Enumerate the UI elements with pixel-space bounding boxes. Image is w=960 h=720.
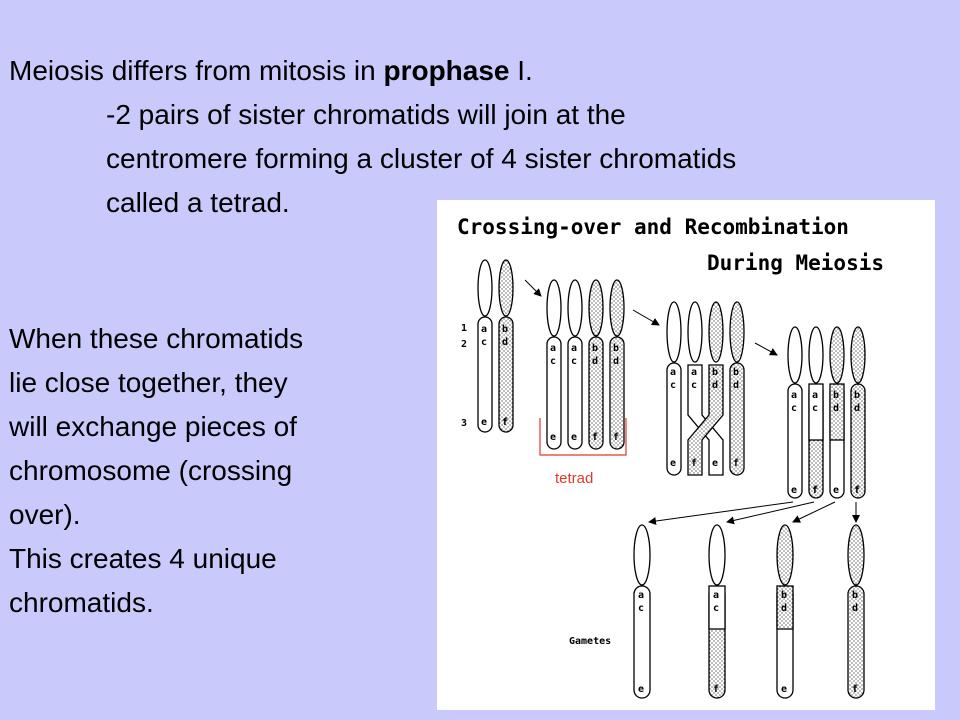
intro-line-3: centromere forming a cluster of 4 sister…: [106, 143, 737, 174]
intro-line-1: Meiosis differs from mitosis in prophase…: [9, 57, 533, 85]
crossing-text-line-7: chromatids.: [9, 587, 154, 618]
row-label-1: 1: [461, 323, 467, 334]
crossing-text-line-6: This creates 4 unique: [9, 543, 277, 574]
svg-text:f: f: [592, 432, 598, 443]
svg-text:f: f: [691, 458, 697, 469]
svg-text:f: f: [502, 417, 508, 428]
svg-text:a: a: [638, 590, 644, 601]
gametes-label: Gametes: [569, 636, 611, 647]
svg-text:f: f: [812, 485, 818, 496]
svg-text:a: a: [691, 367, 697, 378]
svg-text:b: b: [733, 367, 739, 378]
crossing-text-line-2: lie close together, they: [9, 367, 288, 398]
svg-text:c: c: [550, 356, 556, 367]
crossing-text-line-3: will exchange pieces of: [9, 411, 297, 442]
svg-text:b: b: [833, 390, 839, 401]
svg-text:d: d: [852, 603, 858, 614]
svg-text:a: a: [791, 390, 797, 401]
intro-line-2: -2 pairs of sister chromatids will join …: [106, 99, 626, 130]
svg-text:d: d: [833, 403, 839, 414]
tetrad-bracket: [539, 418, 627, 456]
arrow-gamete-3-icon: [792, 501, 836, 523]
intro-line-4: called a tetrad.: [106, 187, 290, 218]
svg-text:b: b: [781, 590, 787, 601]
diagram-svg: Crossing-over and Recombination During M…: [457, 215, 884, 699]
intro-text: Meiosis differs from mitosis in: [9, 55, 384, 86]
svg-text:c: c: [670, 380, 676, 391]
stage-2-tetrad: ace ace bdf bdf tetrad: [539, 279, 627, 487]
prophase-emphasis: prophase: [383, 55, 510, 86]
svg-text:a: a: [812, 390, 818, 401]
svg-text:c: c: [791, 403, 797, 414]
stage-4-recombined: ace acf bde bdf: [787, 326, 866, 499]
svg-text:e: e: [670, 458, 676, 469]
svg-text:e: e: [481, 417, 487, 428]
arrow-2-icon: [632, 309, 660, 326]
crossing-text-line-5: over).: [9, 499, 81, 530]
svg-text:f: f: [733, 458, 739, 469]
svg-text:a: a: [481, 324, 487, 335]
crossing-over-diagram: Crossing-over and Recombination During M…: [437, 200, 935, 710]
svg-text:f: f: [713, 684, 719, 695]
svg-text:d: d: [712, 380, 718, 391]
svg-text:d: d: [854, 403, 860, 414]
svg-text:c: c: [713, 603, 719, 614]
crossing-text-line-1: When these chromatids: [9, 323, 304, 354]
svg-text:c: c: [812, 403, 818, 414]
svg-text:b: b: [712, 367, 718, 378]
svg-text:e: e: [571, 432, 577, 443]
svg-text:b: b: [613, 343, 619, 354]
svg-text:f: f: [854, 485, 860, 496]
diagram-title-line-1: Crossing-over and Recombination: [457, 215, 849, 239]
arrow-gamete-1-icon: [648, 501, 794, 525]
stage-3-crossing: ace acf bde bdf: [666, 301, 745, 476]
svg-text:b: b: [852, 590, 858, 601]
tetrad-label: tetrad: [555, 470, 593, 487]
stage-1-pair: ac e bd f: [477, 259, 514, 433]
svg-text:e: e: [791, 485, 797, 496]
svg-text:d: d: [592, 356, 598, 367]
intro-suffix: I.: [509, 55, 533, 86]
svg-text:c: c: [481, 337, 487, 348]
svg-text:d: d: [781, 603, 787, 614]
svg-text:e: e: [638, 684, 644, 695]
svg-text:b: b: [502, 324, 508, 335]
crossing-text-line-4: chromosome (crossing: [9, 455, 293, 486]
svg-text:a: a: [550, 343, 556, 354]
svg-text:c: c: [571, 356, 577, 367]
row-label-2: 2: [461, 339, 467, 350]
svg-text:b: b: [854, 390, 860, 401]
svg-text:f: f: [852, 684, 858, 695]
svg-text:e: e: [781, 684, 787, 695]
svg-text:c: c: [638, 603, 644, 614]
svg-text:c: c: [691, 380, 697, 391]
svg-text:e: e: [712, 458, 718, 469]
arrow-gamete-2-icon: [726, 501, 815, 525]
svg-text:d: d: [613, 356, 619, 367]
row-label-3: 3: [461, 418, 467, 429]
arrow-1-icon: [524, 279, 542, 297]
svg-text:a: a: [571, 343, 577, 354]
diagram-title-line-2: During Meiosis: [707, 251, 884, 275]
svg-text:e: e: [833, 485, 839, 496]
svg-text:a: a: [670, 367, 676, 378]
arrow-3-icon: [754, 342, 778, 356]
svg-text:d: d: [502, 337, 508, 348]
svg-text:a: a: [713, 590, 719, 601]
gametes: ace acf bde bdf: [633, 524, 865, 699]
svg-text:d: d: [733, 380, 739, 391]
svg-text:e: e: [550, 432, 556, 443]
svg-text:b: b: [592, 343, 598, 354]
svg-text:f: f: [613, 432, 619, 443]
